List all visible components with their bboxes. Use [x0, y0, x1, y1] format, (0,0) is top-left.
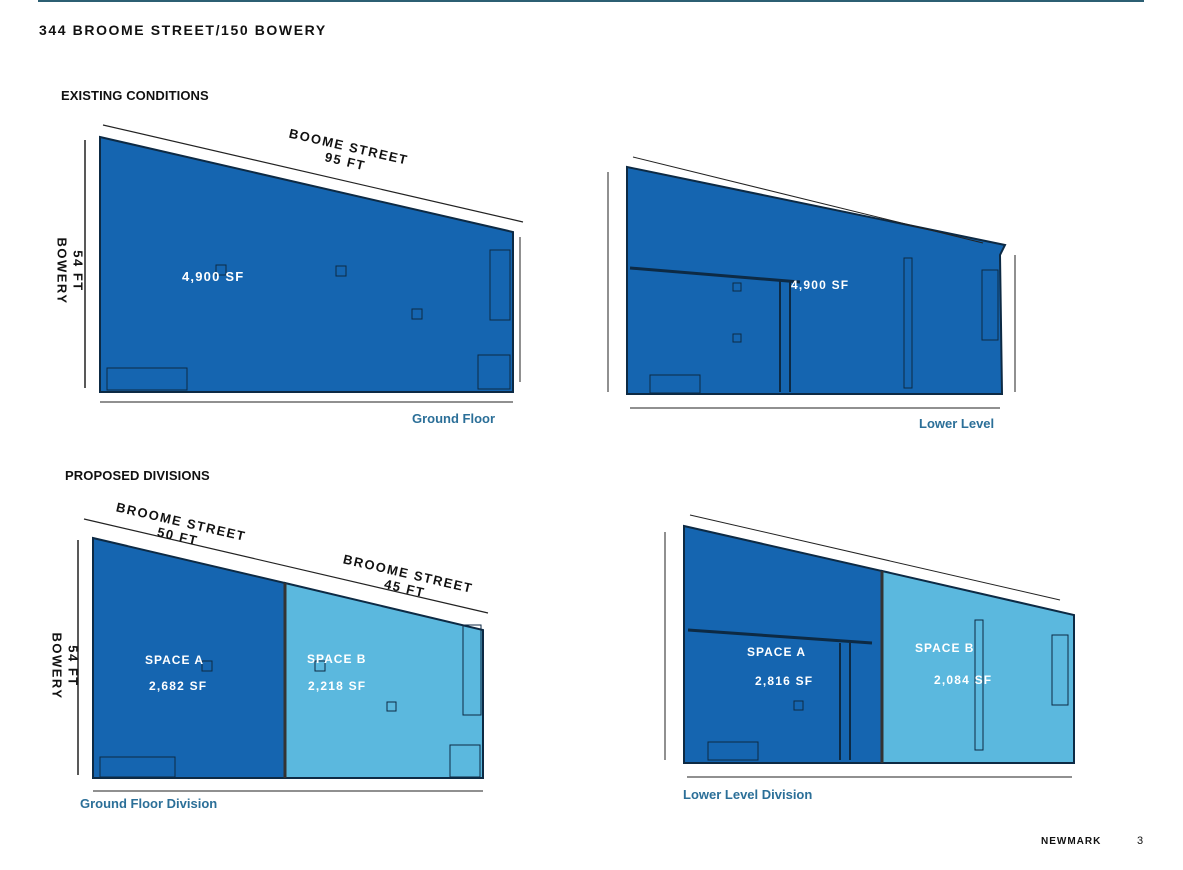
- space-b-area: 2,218 SF: [308, 679, 367, 693]
- space-b-name: SPACE B: [915, 641, 975, 655]
- proposed-divisions-heading: PROPOSED DIVISIONS: [65, 468, 210, 483]
- space-a-area: 2,682 SF: [149, 679, 208, 693]
- space-b-name: SPACE B: [307, 652, 367, 666]
- page-title: 344 BROOME STREET/150 BOWERY: [39, 22, 327, 38]
- page-number: 3: [1137, 835, 1144, 847]
- area-label: 4,900 SF: [182, 269, 245, 284]
- ground-floor-division-caption: Ground Floor Division: [80, 796, 218, 811]
- ground-floor-caption: Ground Floor: [412, 411, 496, 426]
- lower-level-caption: Lower Level: [919, 416, 995, 431]
- space-a-area: 2,816 SF: [755, 674, 814, 688]
- lower-level-division-caption: Lower Level Division: [683, 787, 813, 802]
- space-b-area: 2,084 SF: [934, 673, 993, 687]
- top-rule: [38, 0, 1144, 2]
- existing-conditions-heading: EXISTING CONDITIONS: [61, 88, 209, 103]
- space-a-name: SPACE A: [747, 645, 807, 659]
- footer-brand: NEWMARK: [1041, 836, 1102, 847]
- space-a-name: SPACE A: [145, 653, 205, 667]
- area-label: 4,900 SF: [791, 278, 850, 292]
